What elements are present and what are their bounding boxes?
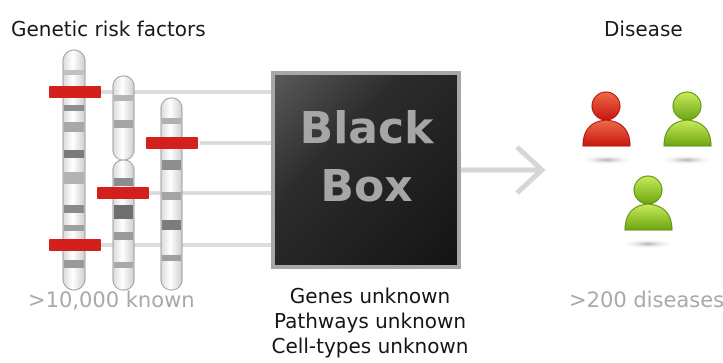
risk-marker: [49, 239, 101, 251]
genetic-risk-factors-title: Genetic risk factors: [11, 17, 206, 41]
black-box: [271, 71, 461, 269]
black-box-label: Black Box: [275, 100, 458, 216]
unknown-item-genes: Genes unknown: [289, 284, 451, 308]
risk-markers: [49, 86, 198, 251]
chromosome-1: [62, 49, 86, 291]
risk-marker: [97, 187, 149, 199]
risk-marker: [146, 137, 198, 149]
chromosome-3: [160, 97, 183, 291]
person-icon-red: [579, 91, 635, 165]
unknown-item-cell-types: Cell-types unknown: [271, 334, 469, 358]
chromosome-2: [112, 75, 135, 291]
unknown-item-pathways: Pathways unknown: [273, 309, 467, 333]
risk-marker: [49, 86, 101, 98]
person-icon-green: [620, 175, 676, 249]
output-arrow: [461, 145, 546, 195]
disease-count-label: >200 diseases: [569, 288, 723, 312]
unknowns-list: Genes unknown Pathways unknown Cell-type…: [238, 284, 502, 359]
person-icon-green: [659, 91, 715, 165]
black-box-line1: Black: [299, 103, 434, 154]
known-count-label: >10,000 known: [28, 288, 195, 312]
disease-title: Disease: [604, 17, 683, 41]
black-box-line2: Box: [320, 161, 413, 212]
